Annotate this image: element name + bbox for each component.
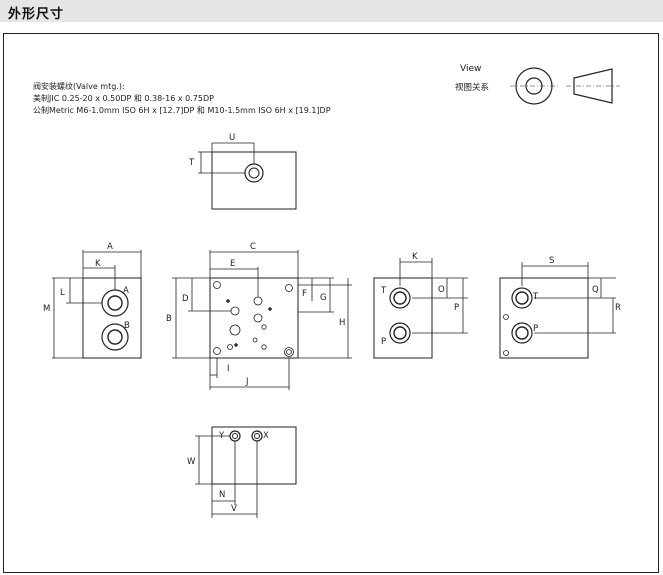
mounting-thread-label: 阀安装螺纹(Valve mtg.): <box>33 82 125 91</box>
right-locator-1 <box>503 314 509 320</box>
dim-label-g: G <box>320 293 327 303</box>
dim-label-k: K <box>95 259 101 269</box>
port-p-outer <box>389 322 411 344</box>
right-locator-2 <box>503 350 509 356</box>
dim-label-l: L <box>60 288 65 298</box>
mount-hole-br-inner <box>286 349 292 355</box>
port-t-outer <box>389 287 411 309</box>
dim-label-h: H <box>339 318 345 328</box>
front-view: C E B D H G F J I <box>166 242 352 390</box>
top-view-port-inner <box>248 167 260 179</box>
dim-label-w: W <box>187 457 196 467</box>
dim-label-o: O <box>438 285 445 295</box>
port-b-inner <box>107 329 123 345</box>
view-label: View <box>460 64 481 74</box>
top-view-port-outer <box>244 163 264 183</box>
pin-hole-1 <box>261 324 267 330</box>
dim-label-j: J <box>245 377 249 387</box>
tp-side-view: T P K O P <box>373 252 468 359</box>
port-p-inner <box>393 326 407 340</box>
port-t-label: T <box>380 286 387 296</box>
pin-hole-4 <box>227 344 233 350</box>
dim-label-p: P <box>454 303 459 313</box>
dim-label-i: I <box>227 364 230 374</box>
port-a-label: A <box>123 286 129 296</box>
dim-label-q: Q <box>592 285 599 295</box>
dim-label-u: U <box>229 133 235 143</box>
dim-label-b: B <box>166 314 172 324</box>
tp-view-body <box>373 277 433 359</box>
port-hole-2 <box>230 306 240 316</box>
port-hole-1 <box>253 296 263 306</box>
view-projection-symbol: View 视图关系 <box>455 64 620 105</box>
port-a-inner <box>107 295 123 311</box>
dim-label-a: A <box>107 242 113 252</box>
port-t-inner <box>393 291 407 305</box>
port-p2-outer <box>511 322 533 344</box>
right-view-body <box>499 277 589 359</box>
port-hole-3 <box>253 313 263 323</box>
projection-cone <box>573 68 613 104</box>
dim-label-t: T <box>188 158 195 168</box>
port-y-inner <box>232 433 238 439</box>
front-view-body <box>209 277 299 359</box>
mount-hole-br <box>284 347 294 357</box>
port-p-label: P <box>381 337 386 347</box>
dim-label-v: V <box>231 504 237 514</box>
dim-label-r: R <box>615 303 621 313</box>
dim-label-n: N <box>219 490 225 500</box>
mount-hole-bl <box>213 347 221 355</box>
section-header: 外形尺寸 <box>0 0 663 22</box>
view-relation-label: 视图关系 <box>455 82 489 93</box>
top-view: U T <box>188 133 297 210</box>
left-view-body <box>82 277 142 359</box>
dim-label-d: D <box>182 294 189 304</box>
mounting-thread-metric: 公制Metric M6-1.0mm ISO 6H x [12.7]DP 和 M1… <box>33 106 331 115</box>
port-hole-4 <box>229 324 241 336</box>
port-t2-outer <box>511 287 533 309</box>
port-y-outer <box>229 430 241 442</box>
port-x-outer <box>251 430 263 442</box>
left-view: A B A K M L <box>43 242 142 359</box>
port-p2-inner <box>515 326 529 340</box>
port-b-label: B <box>124 321 130 331</box>
dim-label-m: M <box>43 304 50 314</box>
port-t2-label: T <box>532 292 539 302</box>
dim-label-f: F <box>302 289 307 299</box>
port-p2-label: P <box>533 324 538 334</box>
pin-hole-3 <box>261 344 267 350</box>
bottom-view-body <box>211 426 297 485</box>
section-title: 外形尺寸 <box>8 7 65 22</box>
mounting-thread-jic: 美制JIC 0.25-20 x 0.50DP 和 0.38-16 x 0.75D… <box>33 94 214 103</box>
port-x-inner <box>254 433 260 439</box>
bottom-view: Y X W N V <box>187 426 297 518</box>
mount-hole-tl <box>213 281 221 289</box>
mount-hole-tr <box>285 284 293 292</box>
pin-hole-2 <box>252 337 258 343</box>
port-t2-inner <box>515 291 529 305</box>
port-b-outer <box>101 323 129 351</box>
dim-label-k2: K <box>412 252 418 262</box>
dim-label-e: E <box>230 259 235 269</box>
drawing-frame <box>3 33 659 573</box>
port-x-label: X <box>263 431 269 441</box>
dim-label-s: S <box>549 256 554 266</box>
right-side-view: T P S Q R <box>499 256 621 359</box>
dim-label-c: C <box>250 242 256 252</box>
